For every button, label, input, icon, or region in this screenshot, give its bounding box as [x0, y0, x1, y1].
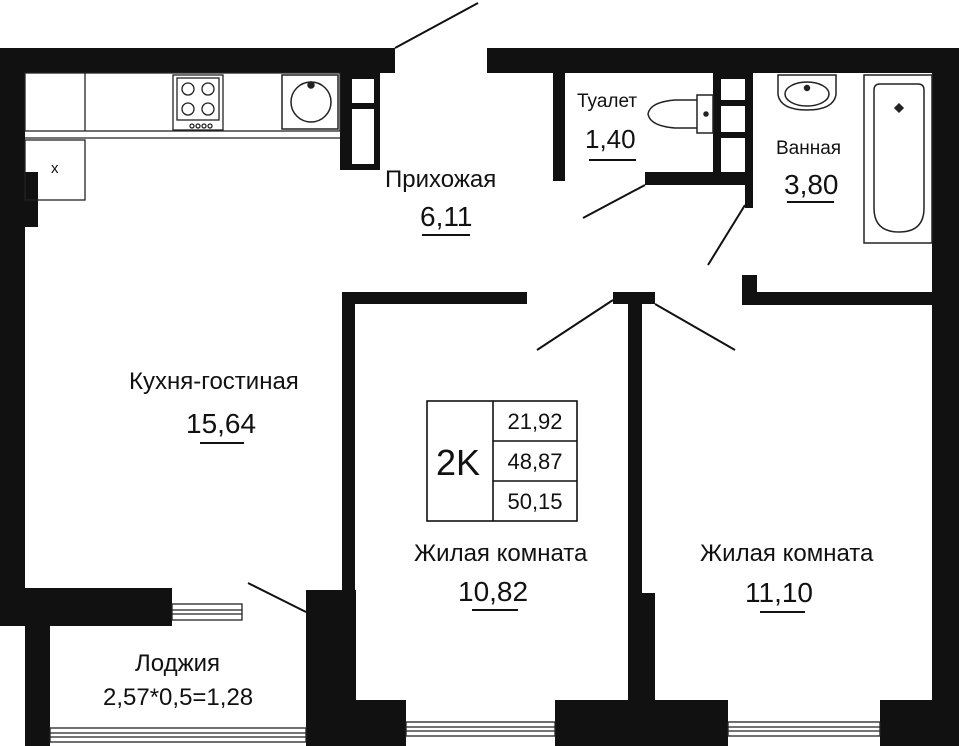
- room-name-bedroom-1: Жилая комната: [414, 540, 588, 567]
- toilet-icon: [647, 94, 714, 134]
- room-area-bedroom-2: 11,10: [745, 577, 813, 608]
- apartment-badge: [426, 400, 578, 522]
- room-name-toilet: Туалет: [577, 91, 638, 112]
- windows: [49, 603, 881, 743]
- room-name-bath: Ванная: [776, 138, 842, 159]
- total-with-loggia-value: 50,15: [507, 489, 563, 514]
- total-area-value: 48,87: [507, 449, 563, 474]
- room-area-bath: 3,80: [784, 169, 839, 200]
- room-area-bedroom-1: 10,82: [458, 576, 529, 607]
- room-area-toilet: 1,40: [585, 124, 636, 154]
- living-area-value: 21,92: [507, 409, 563, 434]
- underlines: [200, 159, 834, 613]
- bathtub-icon: [863, 74, 933, 244]
- room-area-hall: 6,11: [420, 201, 473, 232]
- apartment-type-code: 2K: [436, 442, 481, 483]
- doors: [247, 2, 746, 613]
- room-name-loggia: Лоджия: [135, 650, 221, 677]
- sink-icon: [281, 74, 339, 130]
- x-mark: x: [51, 160, 59, 177]
- room-name-kitchen: Кухня-гостиная: [129, 368, 299, 395]
- room-area-loggia: 2,57*0,5=1,28: [103, 684, 254, 711]
- room-name-bedroom-2: Жилая комната: [700, 540, 874, 567]
- room-name-hall: Прихожая: [385, 166, 497, 193]
- washbasin-icon: [777, 74, 837, 111]
- stove-icon: [172, 74, 224, 131]
- room-area-kitchen: 15,64: [186, 408, 257, 439]
- walls: [0, 48, 959, 746]
- kitchen-counter: [24, 72, 341, 201]
